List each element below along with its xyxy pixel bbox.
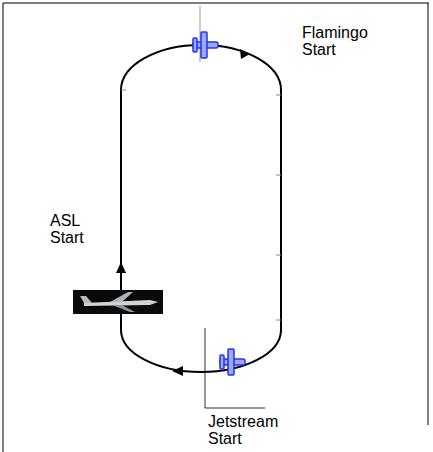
flight-track (121, 45, 281, 372)
frame-line (3, 3, 4, 452)
label-slot: Flamingo Start (302, 24, 368, 58)
start-marker-line (205, 408, 265, 409)
direction-arrow (240, 49, 250, 59)
direction-arrow (172, 366, 183, 376)
plane-icon (220, 349, 245, 375)
start-marker-line (205, 328, 206, 408)
start-label: Flamingo Start (302, 24, 368, 58)
track-ticks (121, 90, 281, 320)
plane-icon (193, 32, 218, 58)
aircraft-photo (73, 290, 163, 314)
label-slot: ASL Start (50, 212, 84, 246)
start-label: ASL Start (50, 212, 84, 246)
frame-line (428, 3, 429, 425)
label-slot: Jetstream Start (208, 413, 278, 447)
start-label: Jetstream Start (208, 413, 278, 447)
direction-arrow (116, 262, 126, 273)
frame-line (3, 3, 429, 4)
